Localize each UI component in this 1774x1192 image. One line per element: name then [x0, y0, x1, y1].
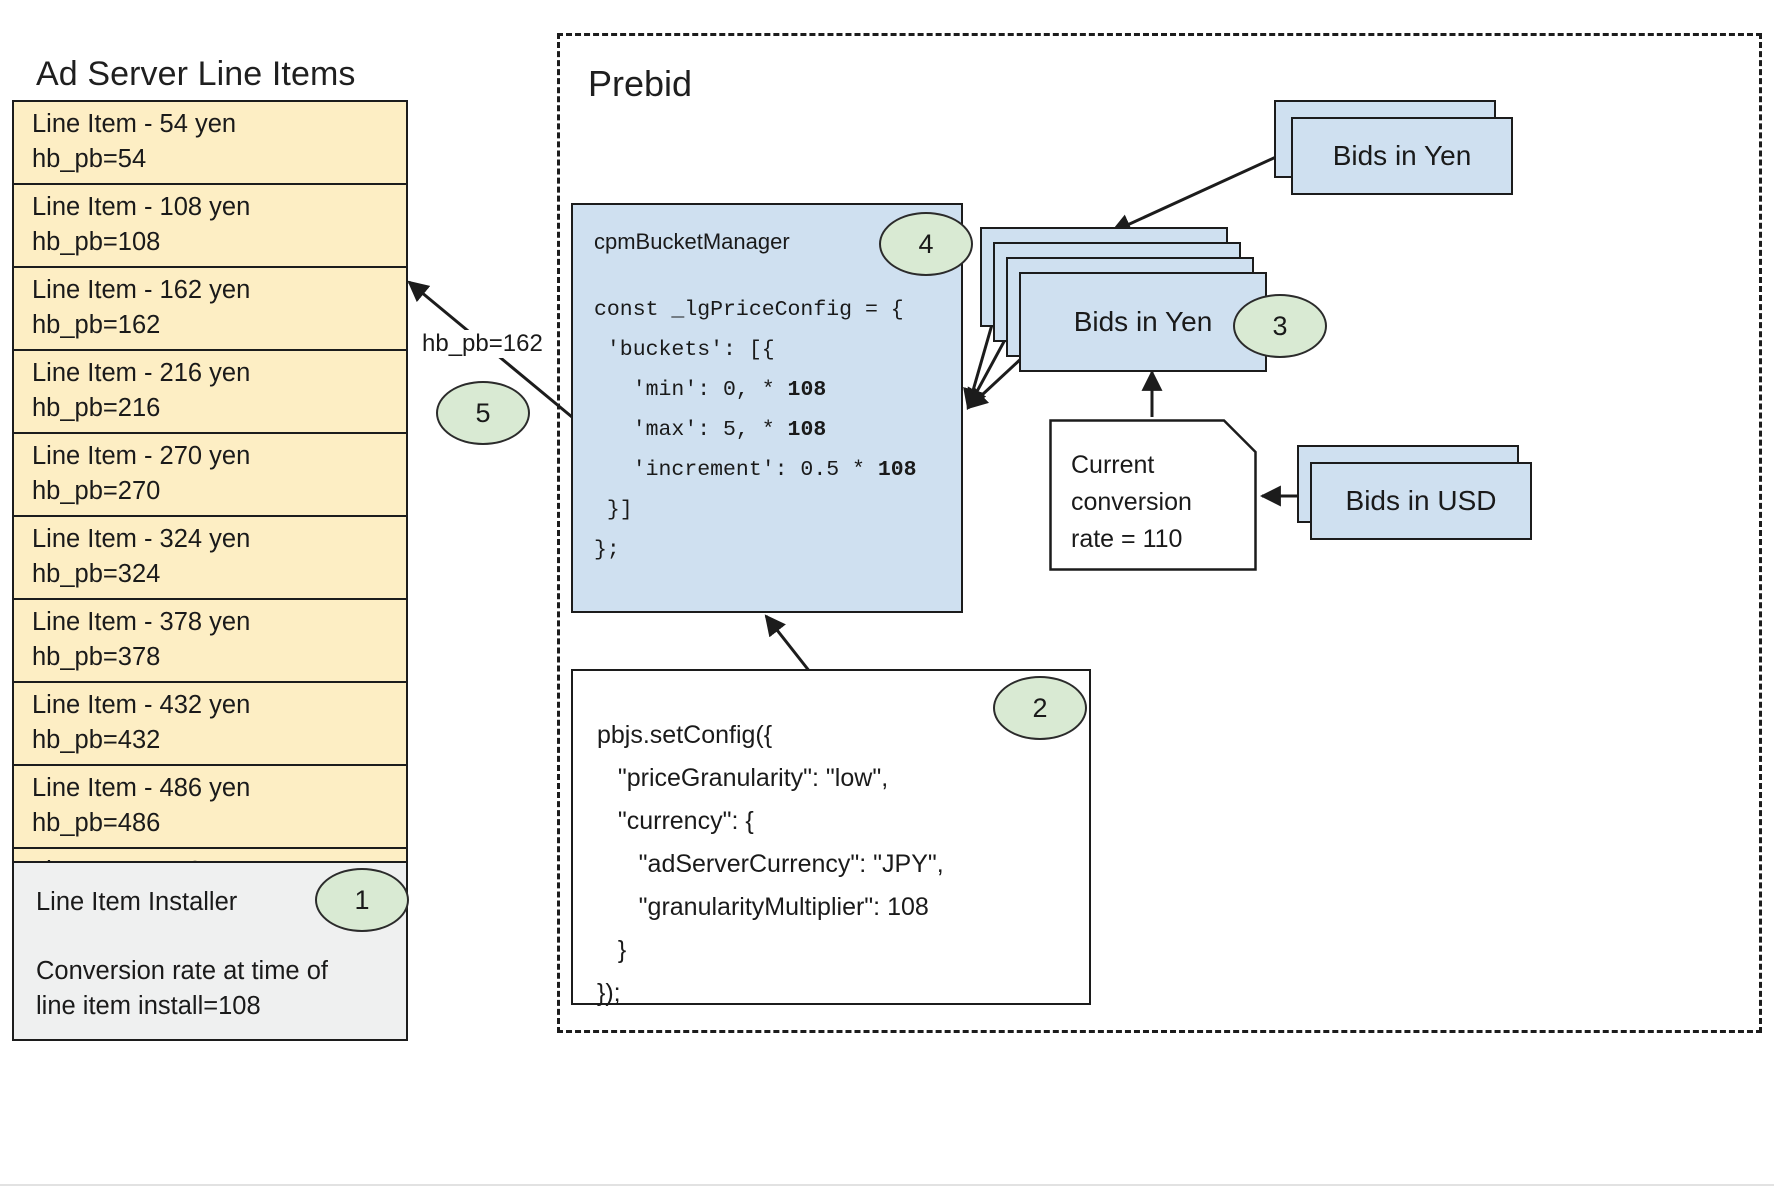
installer-title: Line Item Installer [36, 888, 238, 916]
cpm-bucket-manager-title: cpmBucketManager [594, 229, 790, 254]
conversion-rate-note: Current conversion rate = 110 [1049, 419, 1257, 571]
line-item-key: hb_pb=54 [32, 145, 147, 173]
bids-in-yen-card-front[interactable]: Bids in Yen [1291, 117, 1513, 195]
prebid-container [557, 33, 1762, 1033]
line-item-key: hb_pb=270 [32, 477, 161, 505]
line-item-installer-box: Line Item Installer Conversion rate at t… [12, 861, 408, 1041]
installer-note-line-1: Conversion rate at time of [36, 957, 328, 985]
step-badge-3: 3 [1233, 294, 1327, 358]
line-item-key: hb_pb=162 [32, 311, 161, 339]
line-item-name: Line Item - 486 yen [32, 774, 251, 802]
list-item[interactable]: Line Item - 54 yen hb_pb=54 [14, 102, 406, 185]
list-item[interactable]: Line Item - 162 yen hb_pb=162 [14, 268, 406, 351]
bids-in-usd-label: Bids in USD [1345, 485, 1497, 516]
step-badge-4: 4 [879, 212, 973, 276]
cpm-bucket-manager-box: cpmBucketManager const _lgPriceConfig = … [571, 203, 963, 613]
bids-in-yen-stack-card-4[interactable]: Bids in Yen [1019, 272, 1267, 372]
line-item-name: Line Item - 378 yen [32, 608, 251, 636]
installer-note-line-2: line item install=108 [36, 992, 261, 1020]
line-item-key: hb_pb=324 [32, 560, 161, 588]
list-item[interactable]: Line Item - 378 yen hb_pb=378 [14, 600, 406, 683]
ad-server-title: Ad Server Line Items [36, 55, 356, 93]
line-item-name: Line Item - 108 yen [32, 193, 251, 221]
bids-in-usd-card-front[interactable]: Bids in USD [1310, 462, 1532, 540]
line-item-name: Line Item - 54 yen [32, 110, 237, 138]
list-item[interactable]: Line Item - 432 yen hb_pb=432 [14, 683, 406, 766]
list-item[interactable]: Line Item - 216 yen hb_pb=216 [14, 351, 406, 434]
step-badge-2: 2 [993, 676, 1087, 740]
line-item-name: Line Item - 162 yen [32, 276, 251, 304]
line-item-key: hb_pb=432 [32, 726, 161, 754]
bids-in-yen-label: Bids in Yen [1332, 140, 1472, 171]
list-item[interactable]: Line Item - 486 yen hb_pb=486 [14, 766, 406, 849]
list-item[interactable]: Line Item - 324 yen hb_pb=324 [14, 517, 406, 600]
set-config-box: pbjs.setConfig({ "priceGranularity": "lo… [571, 669, 1091, 1007]
line-item-key: hb_pb=378 [32, 643, 161, 671]
line-item-key: hb_pb=108 [32, 228, 161, 256]
cpm-bucket-manager-code: const _lgPriceConfig = { 'buckets': [{ '… [594, 298, 917, 562]
line-item-name: Line Item - 216 yen [32, 359, 251, 387]
edge-label-hb-pb: hb_pb=162 [420, 330, 545, 358]
line-item-name: Line Item - 432 yen [32, 691, 251, 719]
step-badge-5: 5 [436, 381, 530, 445]
line-item-key: hb_pb=216 [32, 394, 161, 422]
note-shape-icon [1049, 419, 1257, 571]
set-config-code: pbjs.setConfig({ "priceGranularity": "lo… [597, 721, 944, 1007]
conversion-rate-text: Current conversion rate = 110 [1071, 451, 1192, 553]
prebid-title: Prebid [588, 63, 693, 104]
line-item-key: hb_pb=486 [32, 809, 161, 837]
step-badge-1: 1 [315, 868, 409, 932]
line-items-list: Line Item - 54 yen hb_pb=54 Line Item - … [12, 100, 408, 932]
bids-in-yen-stack-label: Bids in Yen [1073, 306, 1213, 337]
bottom-divider [0, 1184, 1774, 1186]
list-item[interactable]: Line Item - 270 yen hb_pb=270 [14, 434, 406, 517]
line-item-name: Line Item - 324 yen [32, 525, 251, 553]
line-item-name: Line Item - 270 yen [32, 442, 251, 470]
list-item[interactable]: Line Item - 108 yen hb_pb=108 [14, 185, 406, 268]
